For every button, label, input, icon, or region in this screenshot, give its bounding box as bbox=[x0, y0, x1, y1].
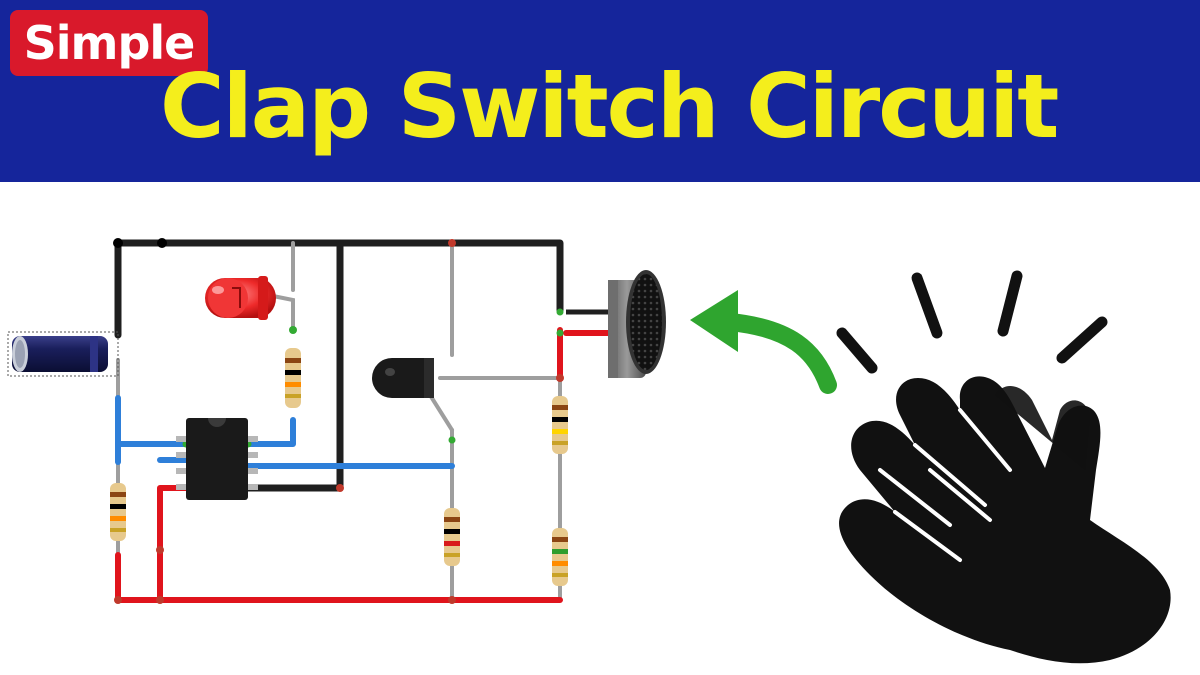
resistor-icon bbox=[285, 348, 301, 408]
resistor-icon bbox=[552, 396, 568, 454]
junction-dot bbox=[157, 238, 167, 248]
clapping-hands-icon bbox=[839, 376, 1171, 664]
resistor-icon bbox=[110, 483, 126, 541]
curved-arrow-icon bbox=[690, 290, 837, 394]
resistor-icon bbox=[552, 528, 568, 586]
negative-wires bbox=[114, 239, 564, 492]
microphone-icon bbox=[608, 270, 666, 378]
title-banner: Simple Clap Switch Circuit bbox=[0, 0, 1200, 182]
capacitor-icon bbox=[7, 331, 119, 377]
resistor-icon bbox=[444, 508, 460, 566]
page-title: Clap Switch Circuit bbox=[160, 55, 1059, 158]
led-icon bbox=[205, 276, 276, 320]
circuit-illustration bbox=[7, 238, 1171, 664]
simple-badge: Simple bbox=[10, 10, 208, 76]
signal-wires bbox=[115, 395, 455, 469]
ic-chip-icon bbox=[176, 418, 258, 500]
solder-points bbox=[114, 239, 564, 604]
junction-dot bbox=[113, 238, 123, 248]
clap-motion-lines bbox=[836, 270, 1108, 374]
transistor-icon bbox=[372, 358, 434, 398]
